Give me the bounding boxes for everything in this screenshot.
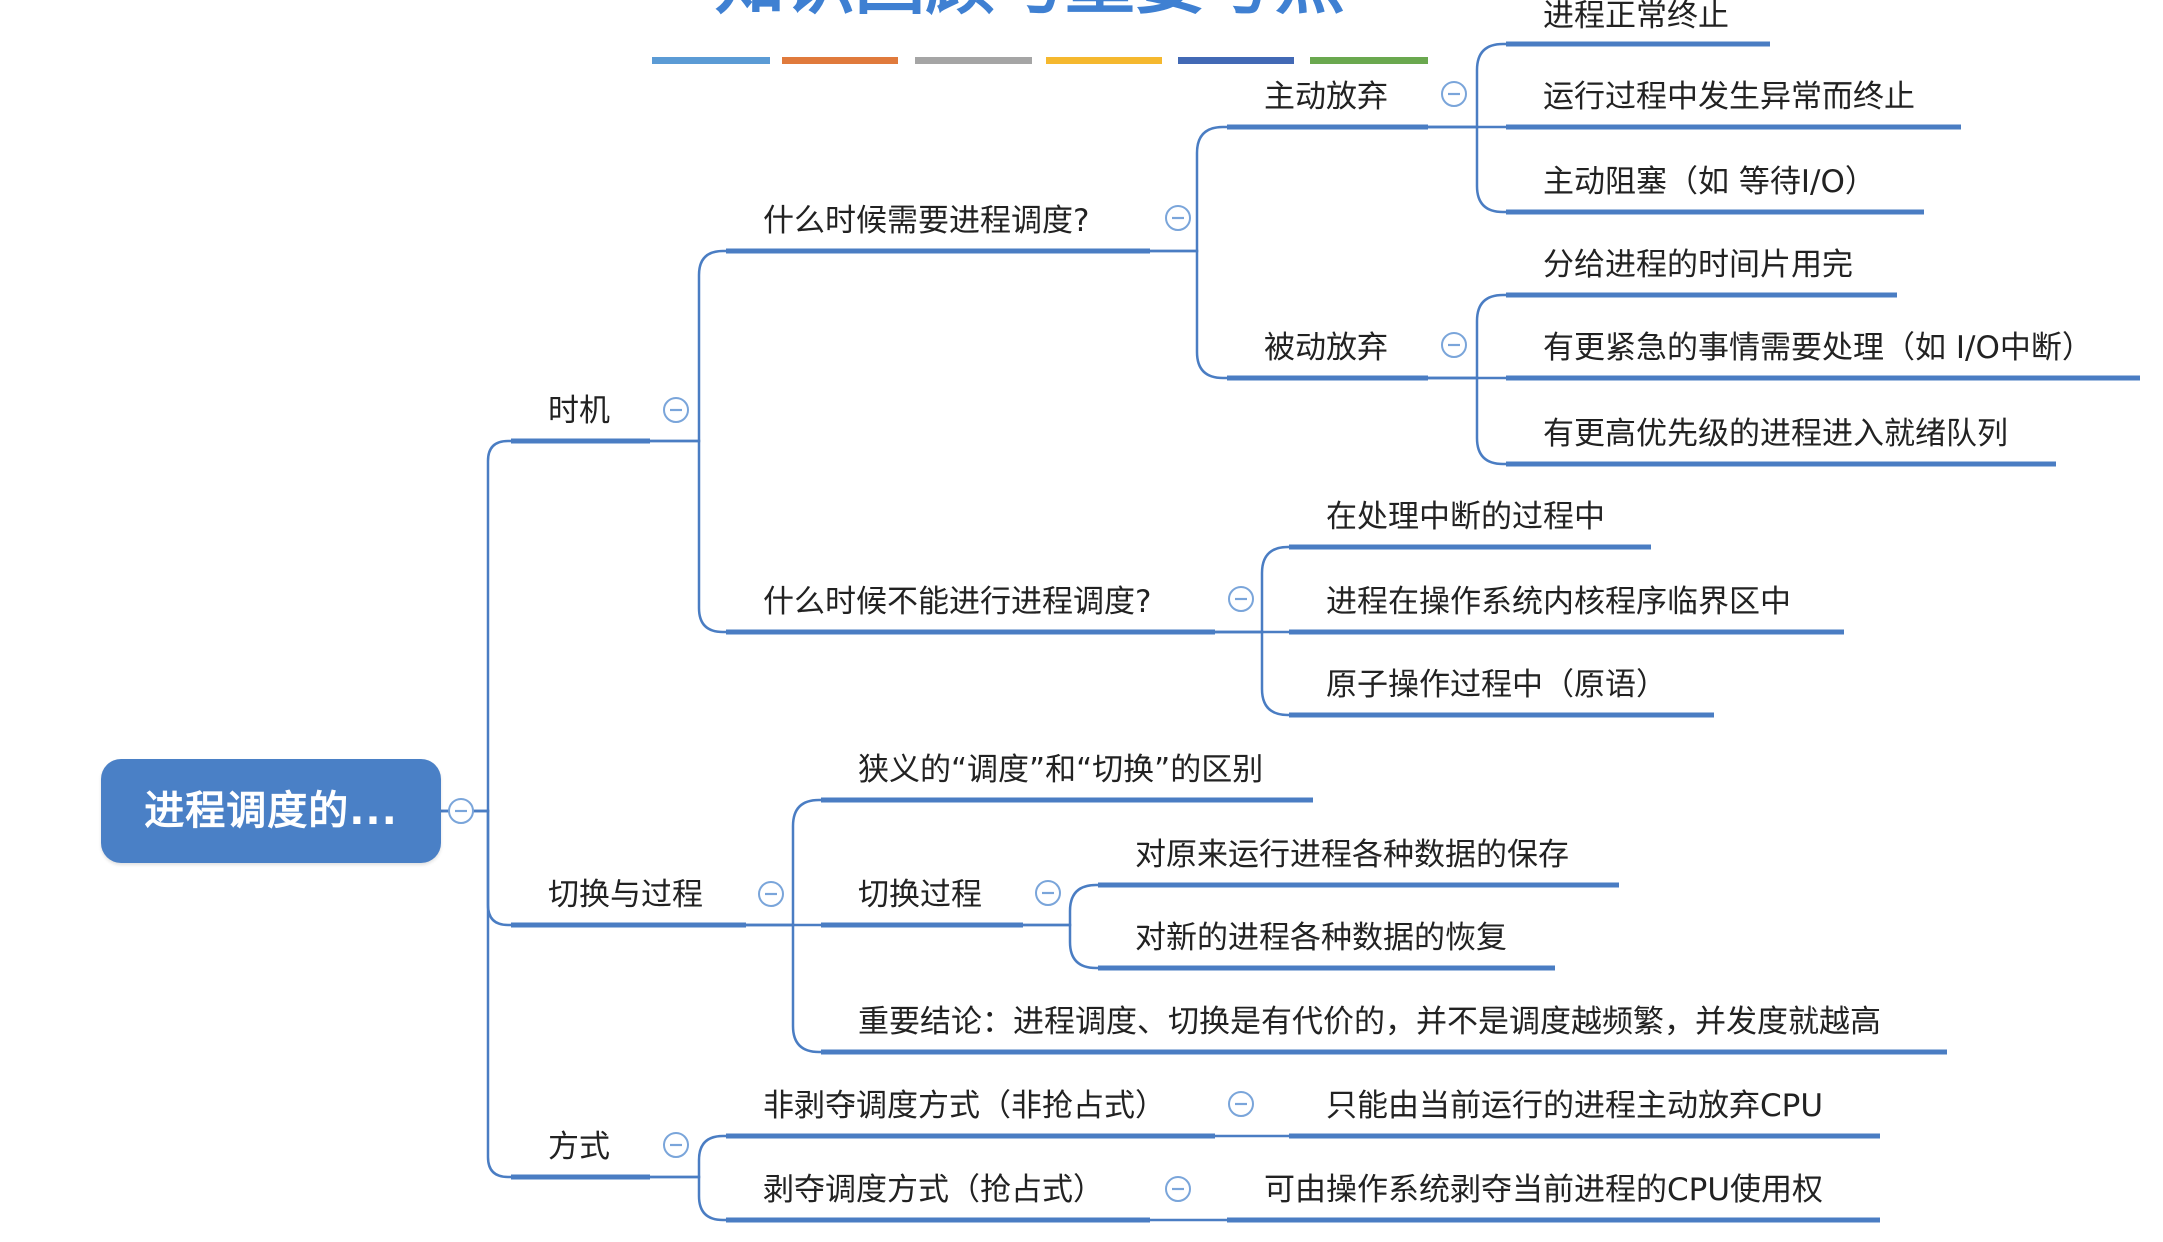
- connector-switch-process-1: [1023, 883, 1098, 927]
- topic-cannot-item[interactable]: 进程在操作系统内核程序临界区中: [1326, 584, 1791, 620]
- topic-cannot-item[interactable]: 在处理中断的过程中: [1326, 499, 1605, 535]
- collapse-toggle-methods[interactable]: [663, 1132, 689, 1158]
- topic-voluntary-item[interactable]: 进程正常终止: [1543, 0, 1729, 34]
- collapse-toggle-timing[interactable]: [663, 397, 689, 423]
- topic-switch-process[interactable]: 切换过程: [858, 877, 982, 913]
- topic-passive-item[interactable]: 有更高优先级的进程进入就绪队列: [1543, 416, 2008, 452]
- root-topic[interactable]: 进程调度的...: [101, 759, 441, 863]
- collapse-toggle-need[interactable]: [1165, 205, 1191, 231]
- topic-important-conclusion[interactable]: 重要结论：进程调度、切换是有代价的，并不是调度越频繁，并发度就越高: [858, 1004, 1881, 1040]
- accent-bar-gray: [915, 57, 1032, 64]
- connector-root-3: [441, 809, 511, 1179]
- topic-preemptive-detail[interactable]: 可由操作系统剥夺当前进程的CPU使用权: [1264, 1172, 1824, 1208]
- topic-voluntary-item[interactable]: 主动阻塞（如 等待I/O）: [1543, 164, 1876, 200]
- topic-voluntary-yield[interactable]: 主动放弃: [1264, 79, 1388, 115]
- connector-passive-1: [1428, 293, 1506, 380]
- accent-bar-orange: [782, 57, 898, 64]
- collapse-toggle-switching[interactable]: [758, 881, 784, 907]
- connector-switching-3: [746, 923, 821, 1054]
- connector-need-1: [1150, 125, 1227, 253]
- connector-passive-3: [1428, 376, 1506, 466]
- collapse-toggle-root[interactable]: [448, 798, 474, 824]
- collapse-toggle-passive[interactable]: [1441, 332, 1467, 358]
- connector-need-2: [1150, 249, 1227, 380]
- slide-title-region: 知识回顾与重要考点: [690, 0, 1370, 17]
- connector-voluntary-1: [1428, 42, 1506, 129]
- topic-cannot-item[interactable]: 原子操作过程中（原语）: [1326, 667, 1667, 703]
- connector-cannot-3: [1215, 630, 1289, 717]
- topic-switching[interactable]: 切换与过程: [548, 877, 703, 913]
- topic-methods[interactable]: 方式: [548, 1129, 610, 1165]
- accent-bar-blue: [652, 57, 770, 64]
- connector-root-2: [441, 809, 511, 927]
- connector-root-1: [441, 439, 511, 813]
- accent-bar-green: [1310, 57, 1428, 64]
- topic-preemptive[interactable]: 剥夺调度方式（抢占式）: [763, 1172, 1104, 1208]
- connector-timing-1: [650, 249, 726, 443]
- topic-non-preemptive-detail[interactable]: 只能由当前运行的进程主动放弃CPU: [1326, 1088, 1824, 1124]
- connector-cannot-1: [1215, 545, 1289, 634]
- connector-timing-2: [650, 439, 726, 634]
- topic-passive-item[interactable]: 有更紧急的事情需要处理（如 I/O中断）: [1543, 330, 2093, 366]
- accent-bar-yellow: [1046, 57, 1162, 64]
- topic-when-cannot-schedule[interactable]: 什么时候不能进行进程调度?: [763, 584, 1152, 620]
- slide-title: 知识回顾与重要考点: [690, 0, 1370, 17]
- topic-scheduling-vs-switching[interactable]: 狭义的“调度”和“切换”的区别: [858, 752, 1264, 788]
- connector-switching-1: [746, 798, 821, 927]
- collapse-toggle-voluntary[interactable]: [1441, 81, 1467, 107]
- topic-non-preemptive[interactable]: 非剥夺调度方式（非抢占式）: [763, 1088, 1166, 1124]
- topic-when-need-scheduling[interactable]: 什么时候需要进程调度?: [763, 203, 1090, 239]
- connector-methods-1: [650, 1134, 726, 1179]
- topic-passive-yield[interactable]: 被动放弃: [1264, 330, 1388, 366]
- connector-switch-process-2: [1023, 923, 1098, 970]
- topic-voluntary-item[interactable]: 运行过程中发生异常而终止: [1543, 79, 1915, 115]
- connector-voluntary-3: [1428, 125, 1506, 214]
- accent-bar-dark-blue: [1178, 57, 1294, 64]
- collapse-toggle-switch-process[interactable]: [1035, 880, 1061, 906]
- collapse-toggle-non-preemptive[interactable]: [1228, 1091, 1254, 1117]
- topic-switch-process-item[interactable]: 对新的进程各种数据的恢复: [1135, 920, 1507, 956]
- topic-timing[interactable]: 时机: [548, 393, 610, 429]
- collapse-toggle-preemptive[interactable]: [1165, 1176, 1191, 1202]
- topic-switch-process-item[interactable]: 对原来运行进程各种数据的保存: [1135, 837, 1569, 873]
- connector-methods-2: [650, 1175, 726, 1222]
- collapse-toggle-cannot[interactable]: [1228, 586, 1254, 612]
- topic-passive-item[interactable]: 分给进程的时间片用完: [1543, 247, 1853, 283]
